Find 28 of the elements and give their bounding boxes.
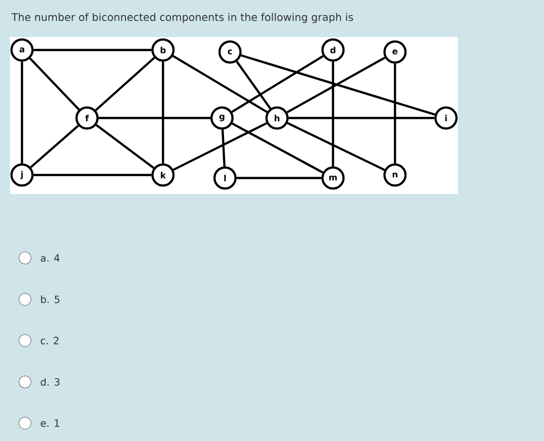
edge-line — [162, 62, 164, 164]
question-text: The number of biconnected components in the following graph is — [12, 12, 353, 24]
edge-line — [221, 130, 226, 166]
edge-line — [34, 174, 152, 176]
edge-line — [286, 56, 386, 114]
option-text: e. 1 — [40, 419, 60, 427]
edge-line — [20, 62, 24, 164]
edge-line — [288, 116, 434, 120]
edge-line — [231, 55, 324, 113]
edge-line — [96, 124, 154, 169]
edge-line — [34, 48, 152, 52]
option-text: a. 4 — [40, 254, 60, 262]
edge-line — [29, 58, 80, 110]
edge-line — [236, 176, 322, 180]
edge-line — [286, 122, 386, 171]
edge-line — [30, 124, 80, 168]
edge-line — [240, 54, 436, 116]
option-text: b. 5 — [41, 295, 60, 304]
edge-line — [232, 122, 324, 174]
edge-line — [172, 122, 268, 171]
option-text: c. 2 — [40, 336, 58, 344]
edge-line — [98, 116, 210, 120]
edge-line — [332, 62, 334, 166]
option-text: d. 3 — [40, 378, 60, 386]
edge-line — [172, 55, 268, 113]
edge-line — [94, 56, 156, 112]
edge-line — [236, 60, 272, 110]
edge-line — [394, 64, 396, 164]
